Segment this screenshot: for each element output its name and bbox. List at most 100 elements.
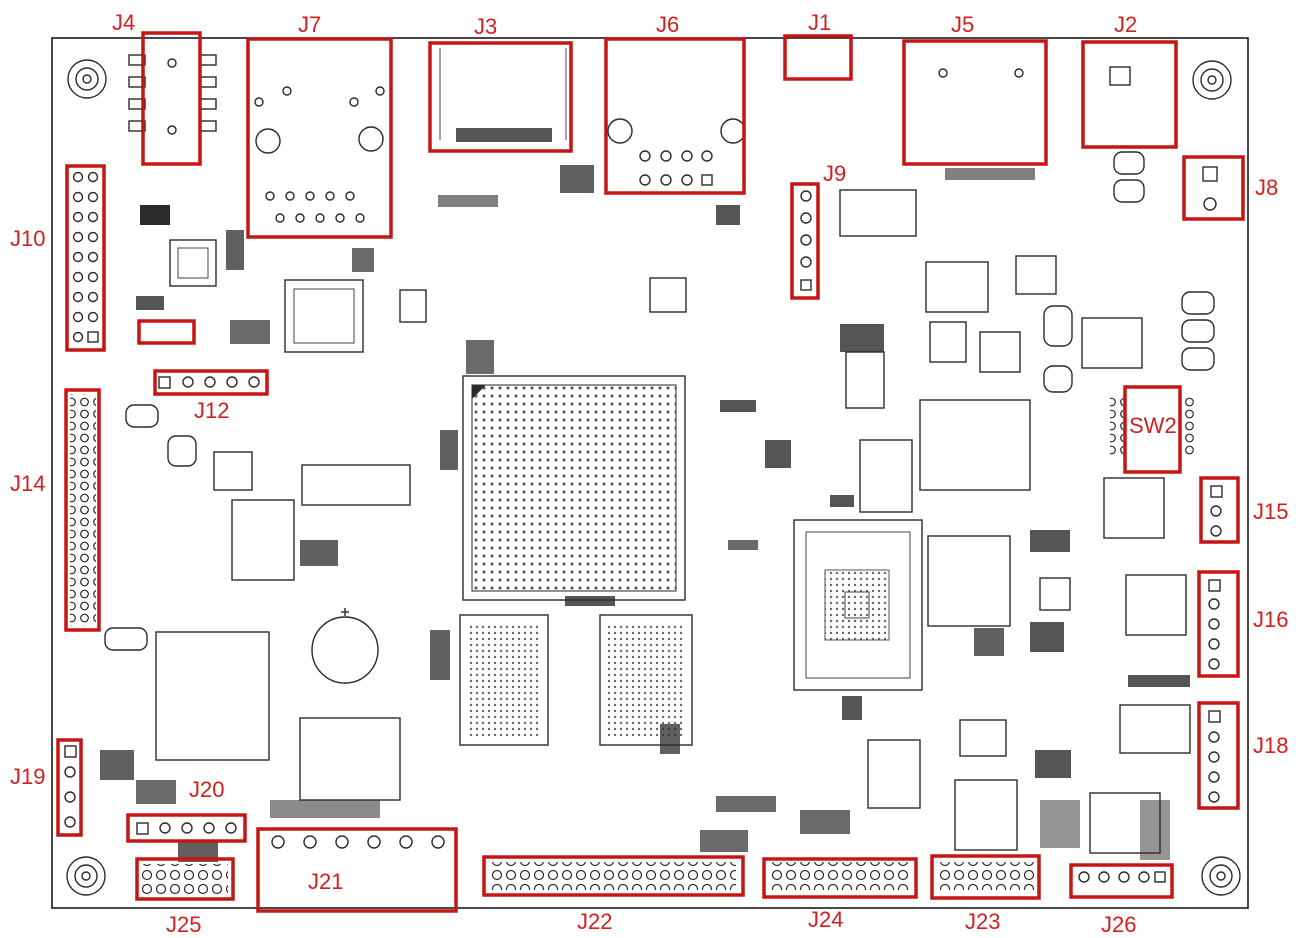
label-j10: J10 xyxy=(10,226,45,251)
highlight-j21 xyxy=(256,827,458,913)
memory-chip-u3 xyxy=(599,614,693,746)
ic-block xyxy=(979,331,1021,373)
memory-chip-u2 xyxy=(459,614,549,746)
ic-block xyxy=(859,439,913,513)
ic-block xyxy=(1039,577,1071,611)
ic-block xyxy=(1015,255,1057,295)
mounting-hole-bottom-right xyxy=(1201,856,1241,896)
label-j9: J9 xyxy=(823,161,846,186)
ic-block xyxy=(839,189,917,237)
hdmi-connector-body xyxy=(439,48,567,142)
qfn-ic xyxy=(169,239,217,287)
connector-j4-pads xyxy=(128,54,217,135)
highlight-j26 xyxy=(1069,863,1174,899)
highlight-j18 xyxy=(1197,701,1240,810)
usb-connector-body xyxy=(938,68,1035,180)
label-j2: J2 xyxy=(1114,12,1137,37)
ic-block xyxy=(867,739,921,809)
label-j7: J7 xyxy=(298,12,321,37)
highlight-sw2 xyxy=(1123,385,1182,474)
ic-block xyxy=(929,321,967,363)
bga-emmc xyxy=(793,519,923,691)
pin-header-j18-pins xyxy=(1208,710,1221,803)
pin-header-j25-pins xyxy=(142,864,228,894)
smd-parts-cluster xyxy=(100,165,1190,862)
highlight-j16 xyxy=(1197,570,1240,678)
ic-block xyxy=(959,719,1007,757)
highlight-j22 xyxy=(482,855,745,897)
highlight-j7 xyxy=(246,37,393,239)
module-outline xyxy=(155,631,270,761)
label-j19: J19 xyxy=(10,764,45,789)
ic-block xyxy=(301,464,411,506)
highlight-j15 xyxy=(1199,476,1240,544)
label-j26: J26 xyxy=(1101,912,1136,937)
mounting-hole-bottom-left xyxy=(66,856,106,896)
label-j16: J16 xyxy=(1253,607,1288,632)
highlight-j6 xyxy=(604,37,746,195)
highlight-j11 xyxy=(137,319,196,345)
pin-header-j16-pins xyxy=(1208,579,1221,670)
label-j21: J21 xyxy=(308,869,343,894)
label-sw2: SW2 xyxy=(1129,413,1177,438)
label-j8: J8 xyxy=(1255,175,1278,200)
ic-block xyxy=(213,451,253,491)
highlight-j19 xyxy=(56,738,83,837)
ethernet-jack-j7-body xyxy=(254,86,385,223)
highlight-j4 xyxy=(141,31,202,166)
ic-block xyxy=(1125,574,1187,636)
highlight-j2 xyxy=(1081,40,1178,149)
highlight-j14 xyxy=(64,388,101,632)
label-j1: J1 xyxy=(808,10,831,35)
pin-header-j22-pins xyxy=(490,862,736,890)
label-j18: J18 xyxy=(1253,733,1288,758)
pin-header-j20-pins xyxy=(136,822,237,835)
label-j12: J12 xyxy=(194,398,229,423)
ic-block xyxy=(919,399,1031,491)
pin-header-j15-pins xyxy=(1210,485,1223,537)
label-j25: J25 xyxy=(166,912,201,937)
pin-header-j23-pins xyxy=(938,862,1034,890)
ic-block xyxy=(925,261,989,313)
ic-block xyxy=(927,535,1011,627)
ic-block xyxy=(649,277,687,313)
jumper-j8-pins xyxy=(1202,166,1218,211)
highlight-j9 xyxy=(790,182,820,300)
pin-header-j10-pins xyxy=(72,171,99,343)
label-j15: J15 xyxy=(1253,499,1288,524)
ic-block xyxy=(231,499,295,581)
dc-jack-body xyxy=(1109,66,1131,86)
highlight-j20 xyxy=(126,813,247,843)
highlight-j25 xyxy=(135,857,235,901)
label-j6: J6 xyxy=(656,12,679,37)
capacitor-column xyxy=(104,151,1215,651)
ic-block xyxy=(1103,477,1165,539)
ic-block xyxy=(954,779,1018,851)
pin-header-j26-pins xyxy=(1078,871,1166,883)
label-j3: J3 xyxy=(474,14,497,39)
label-j22: J22 xyxy=(577,909,612,934)
pin-header-j19-pins xyxy=(64,745,77,828)
mounting-hole-top-left xyxy=(67,59,107,99)
highlight-j8 xyxy=(1182,155,1245,221)
highlight-j3 xyxy=(428,41,573,153)
label-j4: J4 xyxy=(112,10,135,35)
mounting-hole-top-right xyxy=(1192,60,1232,100)
ethernet-jack-j6-body xyxy=(607,118,746,186)
label-j20: J20 xyxy=(189,777,224,802)
highlight-j12 xyxy=(153,369,269,396)
pin-header-j9-pins xyxy=(800,190,812,291)
highlight-j5 xyxy=(902,39,1048,166)
ic-block xyxy=(1119,704,1191,754)
switch-sw2-pads xyxy=(1110,396,1198,456)
ic-block xyxy=(1081,317,1143,369)
label-j14: J14 xyxy=(10,471,45,496)
label-j24: J24 xyxy=(808,907,843,932)
bga-processor xyxy=(462,375,686,601)
pin-header-j12-pins xyxy=(158,376,260,389)
pin-header-j24-pins xyxy=(770,862,910,890)
qfp-ic xyxy=(284,279,364,353)
pin-header-j14-pins xyxy=(70,394,96,626)
highlight-j1 xyxy=(783,34,853,81)
